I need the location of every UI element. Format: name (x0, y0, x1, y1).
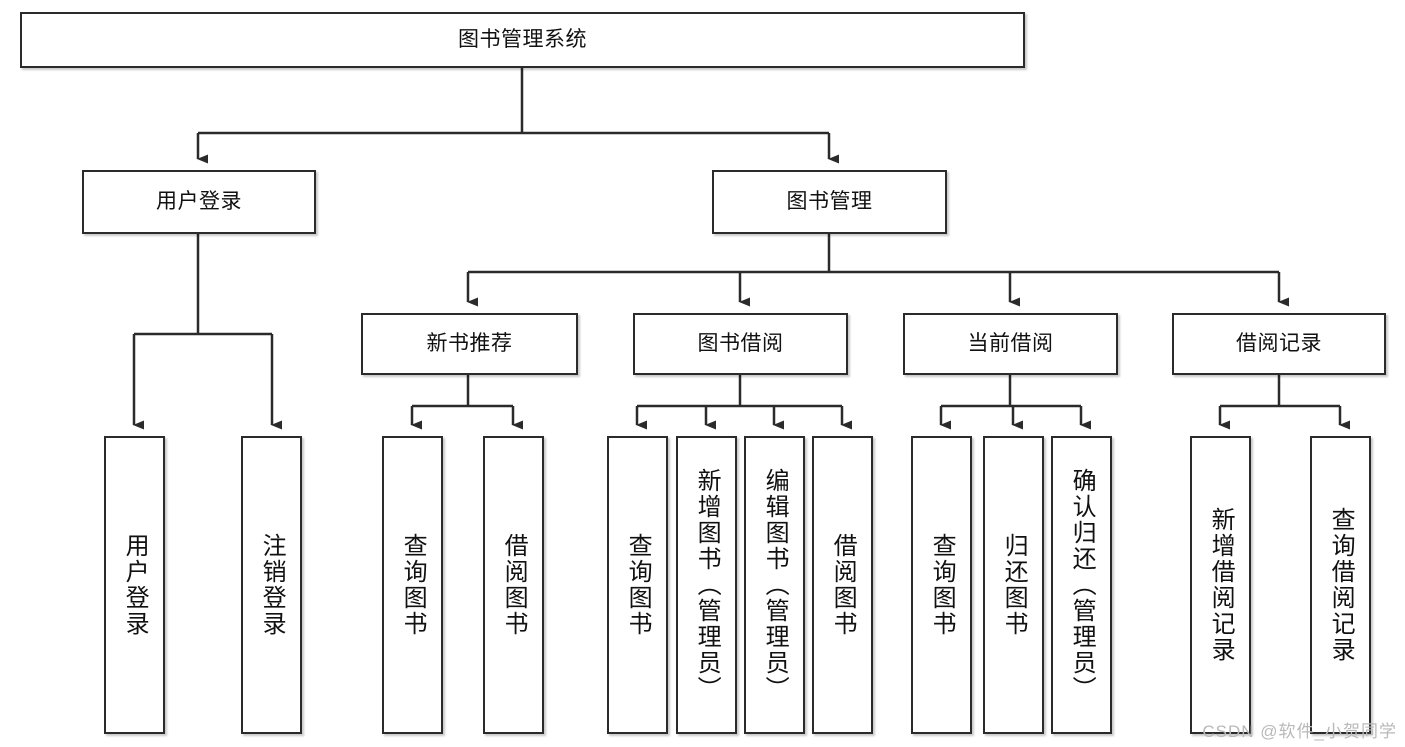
leaf-add-borrow-record[interactable]: 新增借阅记录 (1190, 436, 1251, 734)
leaf-edit-book[interactable]: 编辑图书（管理员） (744, 436, 805, 734)
leaf-confirm-return[interactable]: 确认归还（管理员） (1051, 436, 1112, 734)
leaf-add-book[interactable]: 新增图书（管理员） (676, 436, 737, 734)
leaf-borrow-book-2[interactable]: 借阅图书 (812, 436, 873, 734)
leaf-query-borrow-record-label: 查询借阅记录 (1327, 507, 1355, 663)
leaf-borrow-book-1-label: 借阅图书 (500, 533, 528, 637)
leaf-query-book-2[interactable]: 查询图书 (607, 436, 668, 734)
node-root-label: 图书管理系统 (458, 27, 587, 51)
leaf-borrow-book-2-label: 借阅图书 (829, 533, 857, 637)
node-book-management-label: 图书管理 (786, 189, 873, 213)
node-borrow-record-label: 借阅记录 (1236, 331, 1322, 355)
watermark: CSDN @软件_小贺同学 (1202, 722, 1397, 741)
node-user-login-label: 用户登录 (156, 189, 242, 213)
leaf-query-book-2-label: 查询图书 (624, 533, 652, 637)
leaf-return-book-label: 归还图书 (1000, 533, 1028, 637)
leaf-add-borrow-record-label: 新增借阅记录 (1207, 507, 1235, 663)
node-new-book-recommend[interactable]: 新书推荐 (361, 313, 578, 375)
leaf-confirm-return-label: 确认归还（管理员） (1068, 468, 1096, 702)
leaf-query-book-3[interactable]: 查询图书 (911, 436, 972, 734)
node-current-borrow[interactable]: 当前借阅 (903, 313, 1118, 375)
leaf-query-book-3-label: 查询图书 (928, 533, 956, 637)
leaf-query-book-1[interactable]: 查询图书 (382, 436, 443, 734)
leaf-add-book-label: 新增图书（管理员） (693, 468, 721, 702)
node-new-book-recommend-label: 新书推荐 (426, 331, 513, 355)
leaf-query-borrow-record[interactable]: 查询借阅记录 (1310, 436, 1371, 734)
node-book-management[interactable]: 图书管理 (712, 170, 947, 234)
leaf-edit-book-label: 编辑图书（管理员） (761, 468, 789, 702)
node-borrow-record[interactable]: 借阅记录 (1172, 313, 1386, 375)
leaf-logout[interactable]: 注销登录 (241, 436, 302, 734)
leaf-query-book-1-label: 查询图书 (399, 533, 427, 637)
node-root[interactable]: 图书管理系统 (20, 12, 1025, 68)
leaf-borrow-book-1[interactable]: 借阅图书 (483, 436, 544, 734)
node-book-borrow-label: 图书借阅 (697, 331, 784, 355)
leaf-return-book[interactable]: 归还图书 (983, 436, 1044, 734)
leaf-user-login[interactable]: 用户登录 (104, 436, 165, 734)
node-user-login[interactable]: 用户登录 (82, 170, 316, 234)
node-book-borrow[interactable]: 图书借阅 (633, 313, 848, 375)
leaf-user-login-label: 用户登录 (121, 533, 149, 637)
node-current-borrow-label: 当前借阅 (967, 331, 1054, 355)
leaf-logout-label: 注销登录 (258, 533, 286, 637)
